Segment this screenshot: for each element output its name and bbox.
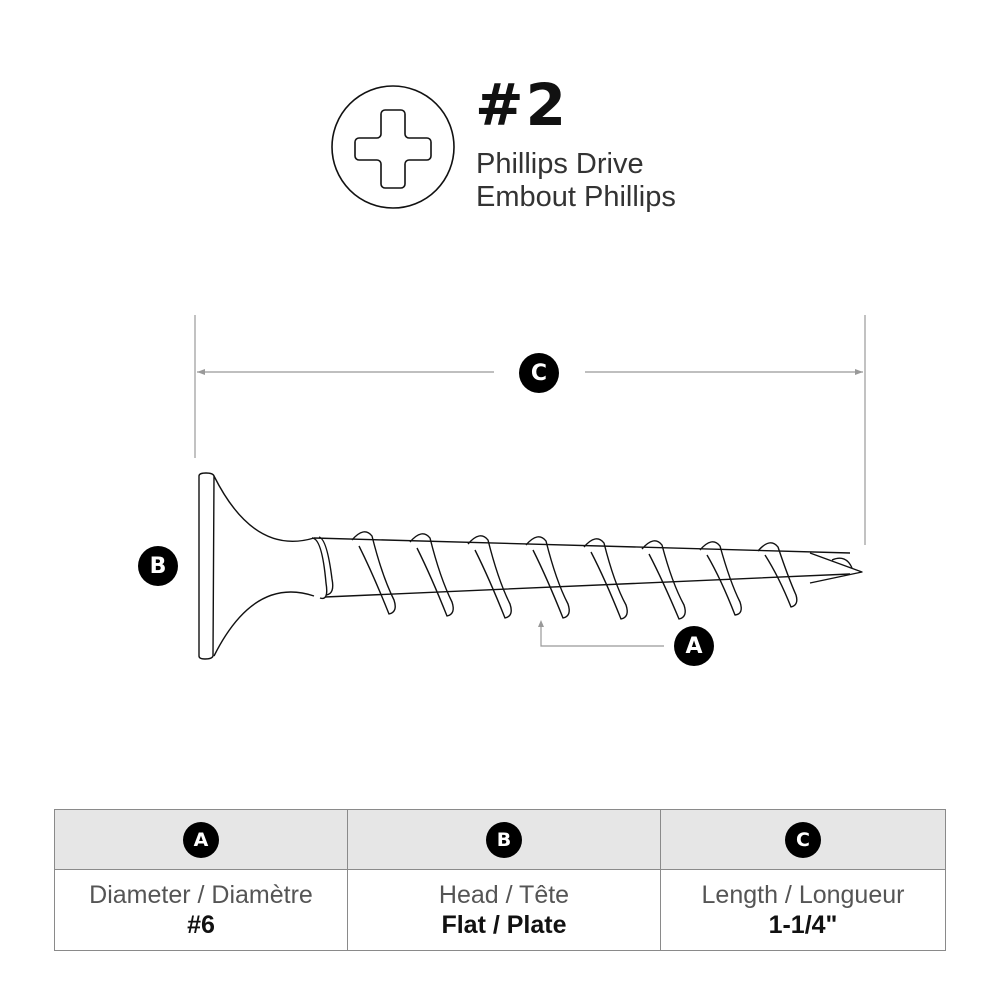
spec-table-header: A B C <box>54 809 946 870</box>
header-cell-a: A <box>54 809 348 870</box>
badge-b: B <box>486 821 522 858</box>
drive-name-en: Phillips Drive <box>476 148 644 180</box>
head-value: Flat / Plate <box>441 911 567 939</box>
spec-cell-head: Head / Tête Flat / Plate <box>347 869 661 951</box>
drive-size: #2 <box>475 71 568 139</box>
callout-badge-a: A <box>674 626 714 666</box>
spec-cell-diameter: Diameter / Diamètre #6 <box>54 869 348 951</box>
spec-table-row: Diameter / Diamètre #6 Head / Tête Flat … <box>54 869 946 951</box>
length-value: 1-1/4" <box>768 911 838 939</box>
drive-name-fr: Embout Phillips <box>476 181 676 213</box>
diameter-label: Diameter / Diamètre <box>89 881 313 909</box>
badge-a: A <box>183 821 219 858</box>
length-label: Length / Longueur <box>701 881 905 909</box>
header-cell-c: C <box>660 809 946 870</box>
head-label: Head / Tête <box>438 881 570 909</box>
drive-name: Phillips Drive Embout Phillips <box>476 148 676 214</box>
diameter-value: #6 <box>187 911 215 939</box>
header-cell-b: B <box>347 809 661 870</box>
spec-cell-length: Length / Longueur 1-1/4" <box>660 869 946 951</box>
callout-badge-c: C <box>519 353 559 393</box>
phillips-drive-icon <box>331 85 455 209</box>
length-dimension-line <box>194 315 866 647</box>
badge-c: C <box>785 821 821 858</box>
spec-table: A B C Diameter / Diamètre #6 Head / Tête… <box>54 809 946 951</box>
callout-badge-b: B <box>138 546 178 586</box>
screw-illustration <box>198 472 863 660</box>
